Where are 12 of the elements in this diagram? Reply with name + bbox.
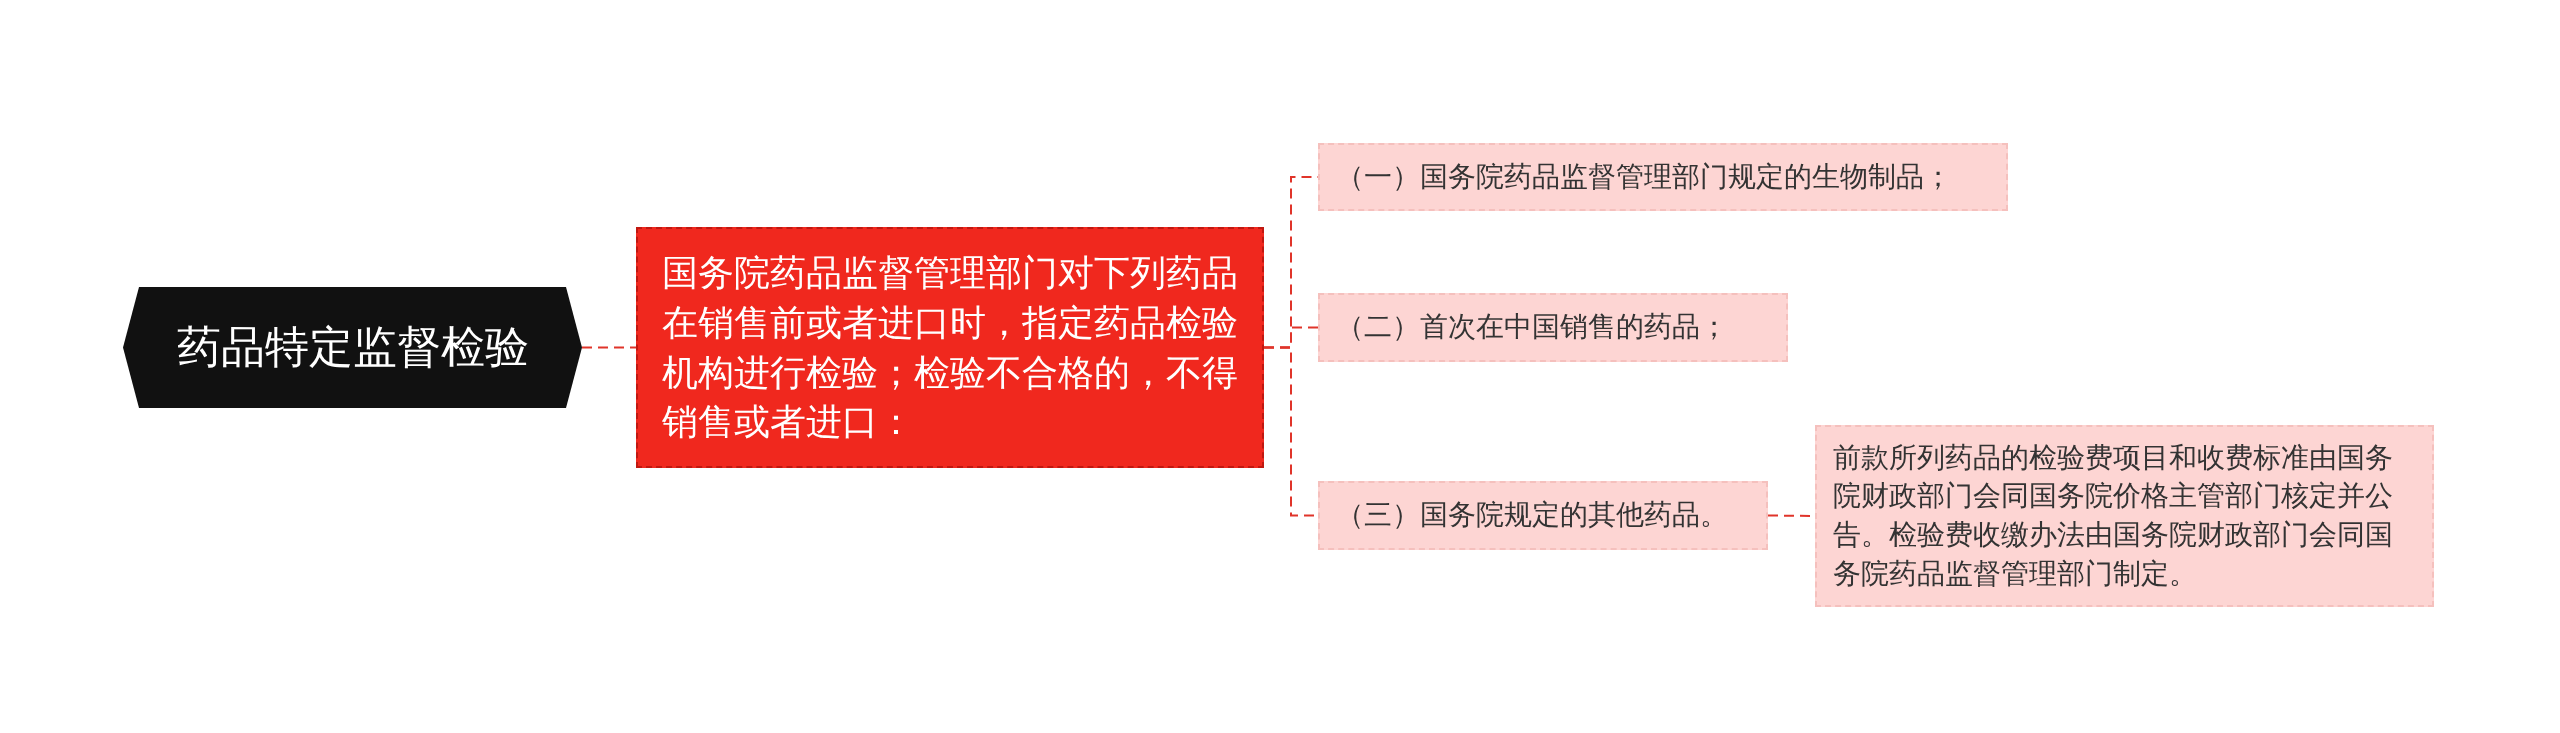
note-text: （二）首次在中国销售的药品； <box>1336 309 1728 346</box>
topic-box <box>636 227 1264 468</box>
note-box <box>1318 481 1768 550</box>
note-box <box>1318 293 1788 362</box>
note-text: （三）国务院规定的其他药品。 <box>1336 497 1728 534</box>
note-text: 前款所列药品的检验费项目和收费标准由国务院财政部门会同国务院价格主管部门核定并公告。检验费收缴办法由国务院财政部门会同国务院药品监督管理部门制定。 <box>1833 439 2394 592</box>
note-text: 国务院药品监督管理部门对下列药品在销售前或者进口时，指定药品检验机构进行检验；检验不合格的，不得销售或者进口： <box>662 251 1238 445</box>
note-box <box>1318 143 2008 211</box>
connector <box>581 346 637 349</box>
note-box <box>1815 425 2434 607</box>
note-text: （一）国务院药品监督管理部门规定的生物制品； <box>1336 158 1952 195</box>
topic-title: 药品特定监督检验 <box>176 320 529 375</box>
